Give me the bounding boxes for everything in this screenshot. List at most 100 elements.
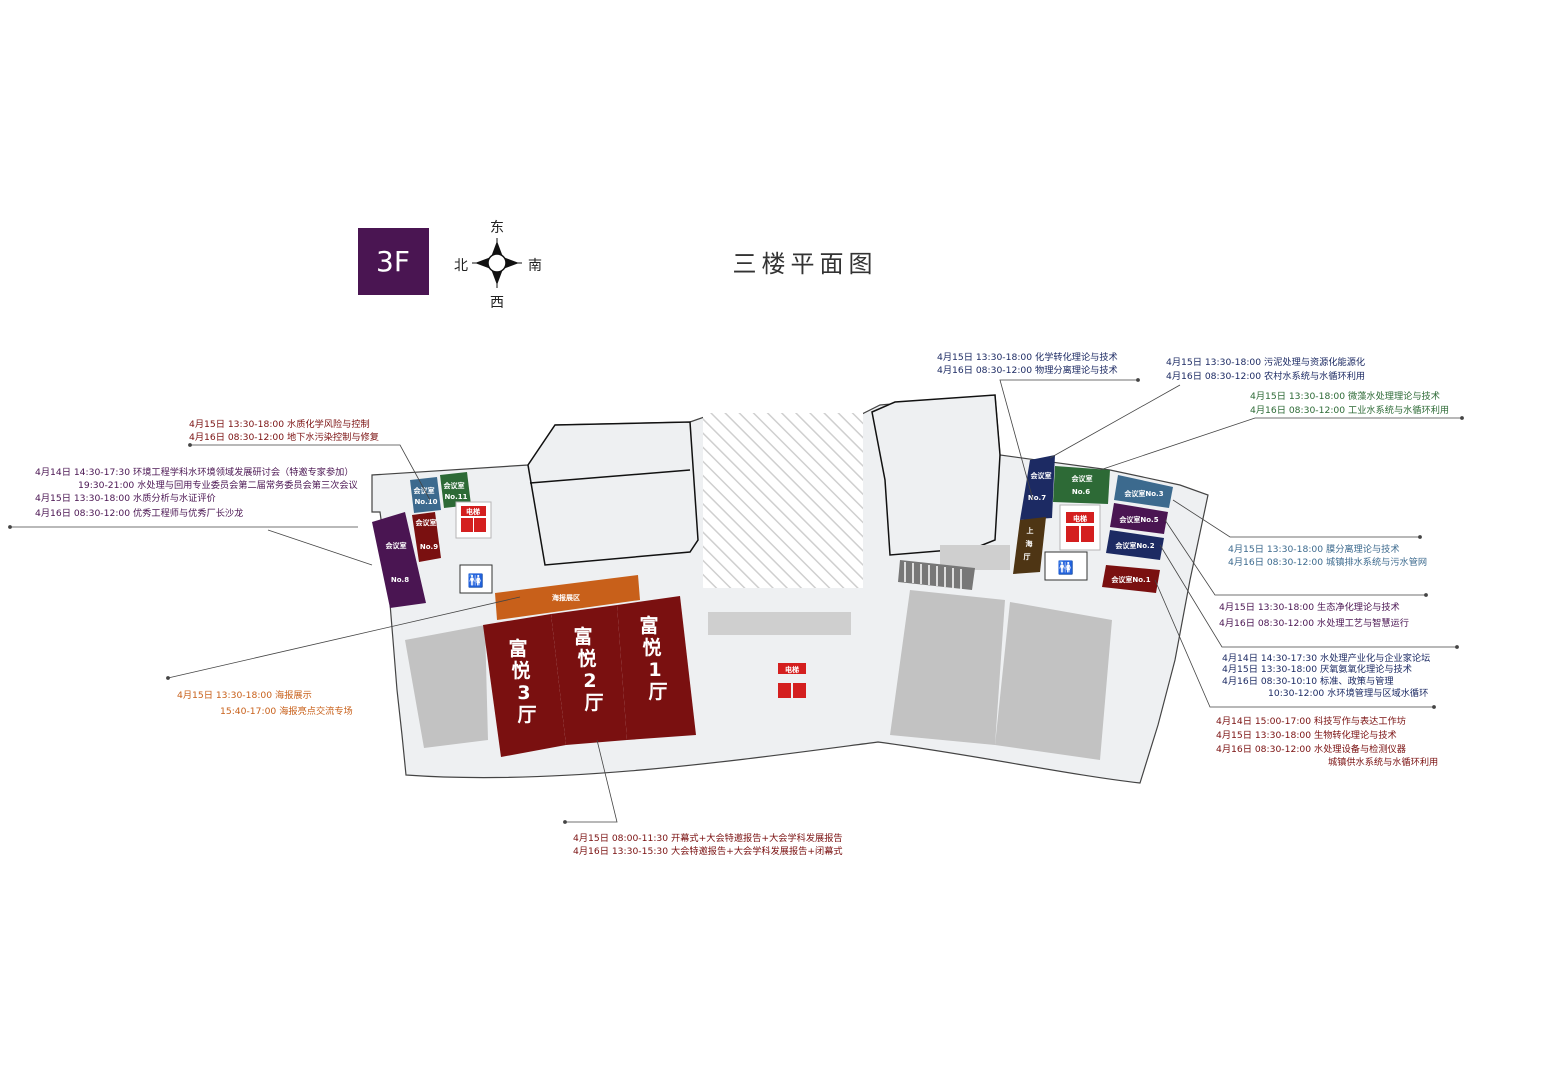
center-counter: [708, 612, 851, 635]
svg-text:4月15日 13:30-18:00 生态净化理论与技术: 4月15日 13:30-18:00 生态净化理论与技术: [1219, 601, 1400, 613]
svg-text:电梯: 电梯: [785, 665, 799, 674]
elevator-left: 电梯: [455, 501, 492, 539]
svg-text:4月14日 14:30-17:30 水处理产业化与企业家: 4月14日 14:30-17:30 水处理产业化与企业家论坛: [1222, 652, 1430, 664]
svg-text:15:40-17:00 海报亮点交流专场: 15:40-17:00 海报亮点交流专场: [220, 705, 353, 717]
svg-text:悦: 悦: [577, 647, 596, 670]
svg-text:4月16日 08:30-12:00 优秀工程师与优秀厂长: 4月16日 08:30-12:00 优秀工程师与优秀厂长沙龙: [35, 507, 243, 519]
hall-1-label: 富 悦 1 厅: [639, 614, 667, 703]
svg-text:4月16日 08:30-12:00 物理分离理论与技术: 4月16日 08:30-12:00 物理分离理论与技术: [937, 364, 1118, 376]
compass-north: 北: [454, 258, 468, 274]
annotation-poster-area: 4月15日 13:30-18:00 海报展示 15:40-17:00 海报亮点交…: [177, 689, 353, 717]
room-no6[interactable]: [1053, 466, 1110, 504]
svg-text:3: 3: [517, 682, 530, 704]
room-no8-label: 会议室: [386, 541, 407, 550]
floor-badge-text: 3F: [376, 245, 410, 278]
poster-area[interactable]: [495, 575, 640, 620]
room-no10[interactable]: [410, 477, 441, 513]
svg-text:4月15日 13:30-18:00 微藻水处理理论与技术: 4月15日 13:30-18:00 微藻水处理理论与技术: [1250, 390, 1440, 402]
right-gray-block-2: [995, 602, 1112, 760]
room-no8[interactable]: [372, 512, 426, 608]
compass-south: 南: [528, 258, 542, 274]
svg-text:4月16日 08:30-12:00 地下水污染控制与修复: 4月16日 08:30-12:00 地下水污染控制与修复: [189, 431, 379, 443]
svg-text:城镇供水系统与水循环利用: 城镇供水系统与水循环利用: [1328, 756, 1438, 768]
room-no9-label: 会议室: [416, 518, 437, 527]
room-no3-label: 会议室No.3: [1124, 489, 1163, 498]
hall-fuyue-3[interactable]: [483, 614, 566, 757]
room-no5[interactable]: [1110, 503, 1168, 534]
compass-west: 西: [490, 295, 504, 311]
svg-text:4月16日 08:30-12:00 水处理设备与检测仪器: 4月16日 08:30-12:00 水处理设备与检测仪器: [1216, 743, 1406, 755]
room-no11[interactable]: [440, 472, 471, 508]
room-no3[interactable]: [1114, 475, 1173, 508]
leader-lines: [8, 378, 1464, 824]
room-no7-label: 会议室: [1031, 471, 1052, 480]
svg-text:厅: 厅: [584, 692, 603, 714]
annotation-room-no3: 4月15日 13:30-18:00 膜分离理论与技术 4月16日 08:30-1…: [1228, 543, 1427, 568]
svg-text:4月16日 08:30-12:00 农村水系统与水循环利用: 4月16日 08:30-12:00 农村水系统与水循环利用: [1166, 370, 1365, 382]
compass-east: 东: [490, 220, 504, 236]
room-no1-label: 会议室No.1: [1111, 575, 1150, 584]
page-title: 三楼平面图: [733, 250, 878, 278]
room-no9[interactable]: [412, 512, 441, 562]
svg-text:1: 1: [648, 659, 661, 681]
left-utility-block: [527, 421, 699, 566]
annotation-room-no7: 4月15日 13:30-18:00 化学转化理论与技术 4月16日 08:30-…: [937, 351, 1118, 376]
right-gray-block-1: [890, 590, 1005, 745]
hall-3-label: 富 悦 3 厅: [508, 637, 536, 726]
room-shanghai-label-2: 海: [1026, 539, 1033, 548]
hall-2-label: 富 悦 2 厅: [573, 625, 603, 714]
svg-text:4月15日 13:30-18:00 污泥处理与资源化能源化: 4月15日 13:30-18:00 污泥处理与资源化能源化: [1166, 356, 1365, 368]
svg-text:4月15日 08:00-11:30 开幕式+大会特邀报告: 4月15日 08:00-11:30 开幕式+大会特邀报告+大会学科发展报告: [573, 832, 843, 844]
left-gray-block: [405, 625, 488, 748]
svg-text:2: 2: [583, 670, 596, 692]
svg-text:厅: 厅: [517, 704, 536, 726]
annotation-room-shanghai: 4月15日 13:30-18:00 污泥处理与资源化能源化 4月16日 08:3…: [1166, 356, 1365, 382]
room-no6-number: No.6: [1072, 488, 1090, 496]
poster-area-label: 海报展区: [552, 593, 580, 602]
svg-text:厅: 厅: [648, 681, 667, 703]
annotation-room-no1: 4月14日 15:00-17:00 科技写作与表达工作坊 4月15日 13:30…: [1216, 715, 1438, 768]
svg-text:4月15日 13:30-18:00 水质分析与水证评价: 4月15日 13:30-18:00 水质分析与水证评价: [35, 492, 216, 504]
restroom-left-icon: 🚻: [459, 564, 493, 594]
room-shanghai[interactable]: [1013, 517, 1046, 574]
room-no11-label: 会议室: [444, 481, 465, 490]
elevator-center: 电梯: [778, 663, 806, 698]
svg-text:悦: 悦: [511, 659, 530, 682]
svg-text:4月15日 13:30-18:00 膜分离理论与技术: 4月15日 13:30-18:00 膜分离理论与技术: [1228, 543, 1400, 555]
room-no2[interactable]: [1106, 530, 1164, 560]
room-no11-number: No.11: [444, 493, 467, 501]
annotation-room-no9: 4月15日 13:30-18:00 水质化学风险与控制 4月16日 08:30-…: [189, 418, 379, 443]
room-no9-number: No.9: [420, 543, 438, 551]
svg-text:🚻: 🚻: [1058, 560, 1074, 576]
elevator-right: 电梯: [1059, 504, 1101, 551]
svg-text:4月15日 13:30-18:00 厌氧氨氧化理论与技术: 4月15日 13:30-18:00 厌氧氨氧化理论与技术: [1222, 663, 1412, 675]
escalator: [898, 545, 1010, 590]
svg-text:富: 富: [639, 614, 658, 637]
svg-text:10:30-12:00 水环境管理与区域水循环: 10:30-12:00 水环境管理与区域水循环: [1268, 687, 1428, 699]
svg-text:4月16日 13:30-15:30 大会特邀报告+大会学: 4月16日 13:30-15:30 大会特邀报告+大会学科发展报告+闭幕式: [573, 845, 843, 857]
svg-text:富: 富: [508, 637, 527, 660]
room-no10-number: No.10: [414, 498, 437, 506]
svg-text:🚻: 🚻: [468, 573, 484, 589]
svg-text:4月14日 15:00-17:00 科技写作与表达工作坊: 4月14日 15:00-17:00 科技写作与表达工作坊: [1216, 715, 1406, 727]
room-no1[interactable]: [1102, 565, 1160, 593]
floor-badge: [358, 228, 429, 295]
room-no7[interactable]: [1020, 455, 1055, 520]
restroom-right-icon: 🚻: [1044, 551, 1088, 581]
svg-text:4月14日 14:30-17:30 环境工程学科水环境领: 4月14日 14:30-17:30 环境工程学科水环境领域发展研讨会（特邀专家参…: [35, 466, 354, 478]
annotation-room-no5: 4月15日 13:30-18:00 生态净化理论与技术 4月16日 08:30-…: [1219, 601, 1409, 629]
svg-text:4月15日 13:30-18:00 化学转化理论与技术: 4月15日 13:30-18:00 化学转化理论与技术: [937, 351, 1118, 363]
annotation-room-no2: 4月14日 14:30-17:30 水处理产业化与企业家论坛 4月15日 13:…: [1222, 652, 1430, 699]
hall-fuyue-1[interactable]: [617, 596, 696, 740]
room-no10-label: 会议室: [414, 486, 435, 495]
svg-text:4月15日 13:30-18:00 水质化学风险与控制: 4月15日 13:30-18:00 水质化学风险与控制: [189, 418, 370, 430]
room-no6-label: 会议室: [1072, 474, 1093, 483]
room-no8-number: No.8: [391, 576, 409, 584]
room-no2-label: 会议室No.2: [1115, 541, 1154, 550]
svg-text:4月15日 13:30-18:00 生物转化理论与技术: 4月15日 13:30-18:00 生物转化理论与技术: [1216, 729, 1397, 741]
svg-text:4月16日 08:30-10:10 标准、政策与管理: 4月16日 08:30-10:10 标准、政策与管理: [1222, 675, 1394, 687]
svg-text:4月16日 08:30-12:00 水处理工艺与智慧运行: 4月16日 08:30-12:00 水处理工艺与智慧运行: [1219, 617, 1409, 629]
hall-fuyue-2[interactable]: [551, 605, 627, 745]
svg-text:电梯: 电梯: [1073, 514, 1087, 523]
room-no7-number: No.7: [1028, 494, 1046, 502]
